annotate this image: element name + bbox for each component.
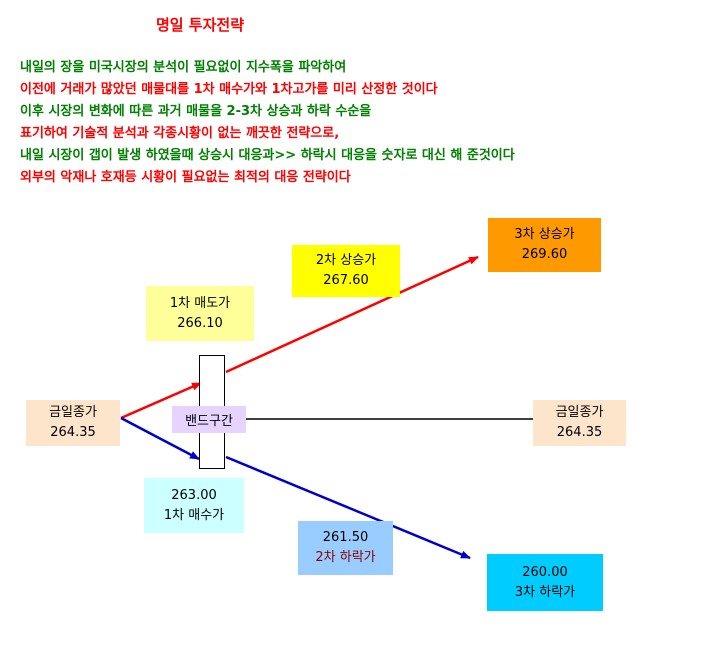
sell-price-1: 1차 매도가 266.10 — [146, 286, 254, 341]
fall-price-3-value: 260.00 — [522, 564, 568, 580]
today-close-left-value: 264.35 — [50, 425, 96, 440]
description-line-1: 내일의 장을 미국시장의 분석이 필요없이 지수폭을 파악하여 — [20, 60, 347, 75]
buy-price-1-label: 1차 매수가 — [163, 507, 225, 523]
page-title: 명일 투자전략 — [155, 16, 245, 34]
description-line-2: 이전에 거래가 많았던 매물대를 1차 매수가와 1차고가를 미리 산정한 것이… — [20, 82, 438, 97]
today-close-left-label: 금일종가 — [49, 405, 97, 420]
fall-price-2-label: 2차 하락가 — [315, 550, 376, 565]
rise-price-3: 3차 상승가 269.60 — [488, 218, 601, 272]
fall-price-3-label: 3차 하락가 — [514, 584, 576, 600]
buy-price-1: 263.00 1차 매수가 — [144, 478, 244, 533]
up-arrow-to-band — [120, 381, 202, 420]
description-line-5: 내일 시장이 갭이 발생 하였을때 상승시 대응과>> 하락시 대응을 숫자로 … — [20, 148, 515, 163]
strategy-description: 내일의 장을 미국시장의 분석이 필요없이 지수폭을 파악하여 이전에 거래가 … — [20, 57, 700, 189]
rise-price-3-value: 269.60 — [521, 247, 568, 262]
sell-price-1-value: 266.10 — [177, 315, 223, 331]
up-arrow-to-rise3 — [225, 255, 479, 374]
down-arrow-to-fall3 — [225, 455, 471, 560]
today-close-right-label: 금일종가 — [555, 405, 604, 420]
fall-price-3: 260.00 3차 하락가 — [487, 554, 603, 611]
fall-price-2: 261.50 2차 하락가 — [298, 521, 393, 575]
today-close-right: 금일종가 264.35 — [533, 400, 626, 446]
rise-price-2-label: 2차 상승가 — [315, 253, 377, 268]
rise-price-2-value: 267.60 — [323, 273, 369, 288]
description-line-4: 표기하여 기술적 분석과 각종시황이 없는 깨끗한 전략으로, — [20, 126, 340, 141]
description-line-3: 이후 시장의 변화에 따른 과거 매물을 2-3차 상승과 하락 수순을 — [20, 104, 372, 119]
sell-price-1-label: 1차 매도가 — [169, 295, 231, 311]
rise-price-3-label: 3차 상승가 — [514, 227, 575, 242]
band-range-label: 밴드구간 — [172, 406, 246, 433]
fall-price-2-value: 261.50 — [322, 530, 369, 545]
today-close-left: 금일종가 264.35 — [26, 400, 120, 446]
today-close-right-value: 264.35 — [556, 425, 603, 440]
rise-price-2: 2차 상승가 267.60 — [292, 245, 400, 297]
description-line-6: 외부의 악재나 호재등 시황이 필요없는 최적의 대응 전략이다 — [20, 170, 351, 185]
buy-price-1-value: 263.00 — [171, 487, 217, 503]
down-arrow-to-band — [120, 416, 200, 461]
